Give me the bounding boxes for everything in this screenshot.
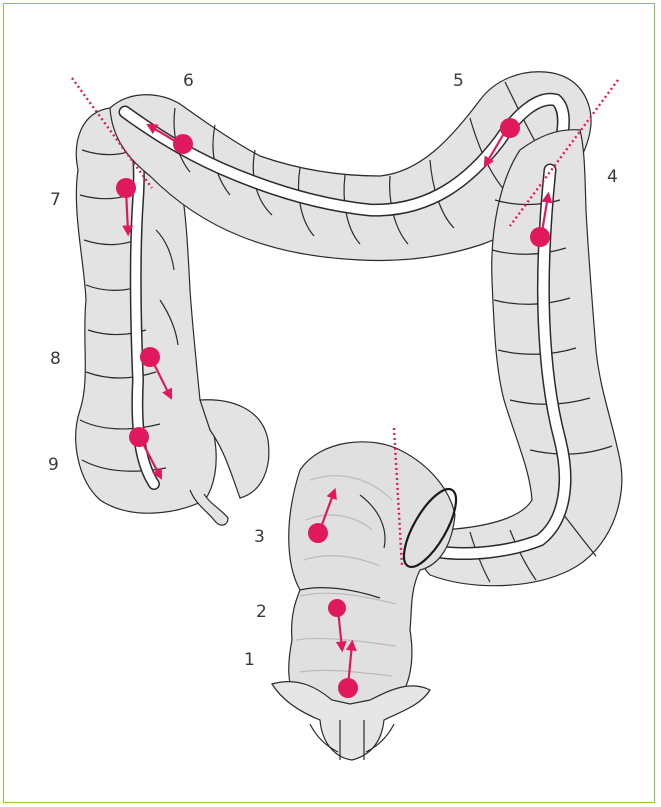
label-3: 3 — [254, 527, 265, 547]
marker-7 — [116, 178, 136, 198]
marker-8 — [140, 347, 160, 367]
marker-2 — [328, 599, 346, 617]
label-7: 7 — [50, 190, 61, 210]
label-5: 5 — [453, 71, 464, 91]
label-4: 4 — [607, 167, 618, 187]
label-2: 2 — [256, 602, 267, 622]
marker-9 — [129, 427, 149, 447]
marker-1 — [338, 678, 358, 698]
marker-3 — [308, 523, 328, 543]
marker-6 — [173, 134, 193, 154]
label-8: 8 — [50, 349, 61, 369]
label-1: 1 — [244, 650, 255, 670]
label-6: 6 — [183, 71, 194, 91]
marker-5 — [500, 118, 520, 138]
label-9: 9 — [48, 455, 59, 475]
marker-4 — [530, 227, 550, 247]
